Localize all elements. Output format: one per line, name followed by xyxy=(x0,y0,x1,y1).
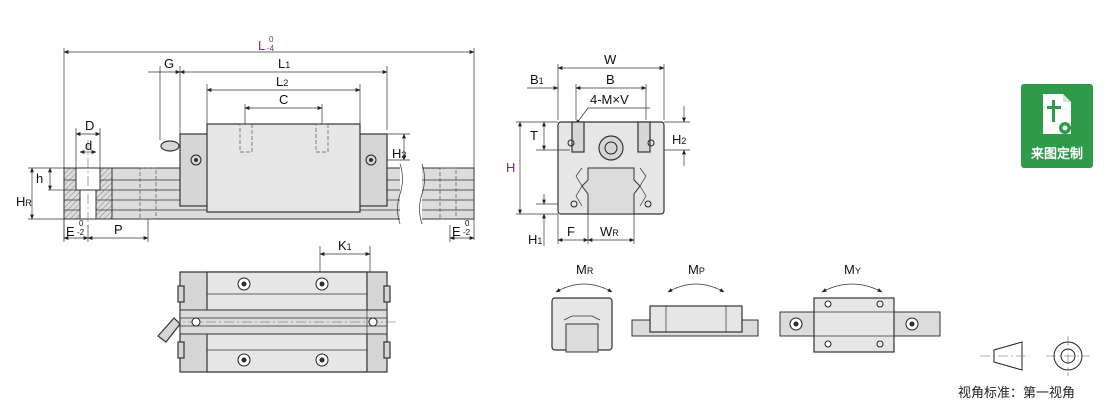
dim-E-right: E xyxy=(452,224,461,239)
moment-mr: MR xyxy=(551,262,613,353)
dim-C: C xyxy=(279,92,288,107)
svg-text:MR: MR xyxy=(576,262,594,277)
dim-B1: B1 xyxy=(530,72,544,87)
svg-text:0: 0 xyxy=(465,219,470,228)
dim-K1: K1 xyxy=(338,238,352,253)
mounting-holes xyxy=(191,277,378,367)
dim-H: H xyxy=(506,160,515,175)
dim-B: B xyxy=(606,72,615,87)
front-view: L 0 -4 G L1 L2 C xyxy=(16,35,475,242)
svg-text:0: 0 xyxy=(79,219,84,228)
svg-text:-2: -2 xyxy=(77,228,85,237)
dim-L: L xyxy=(258,38,265,53)
dim-d: d xyxy=(85,138,92,153)
dim-H3: H3 xyxy=(392,146,406,161)
svg-text:0: 0 xyxy=(269,35,274,44)
svg-text:MY: MY xyxy=(844,262,861,277)
dim-L1: L1 xyxy=(278,56,290,71)
projection-caption: 视角标准：第一视角 xyxy=(958,386,1076,401)
dim-W: W xyxy=(604,52,617,67)
dim-L2: L2 xyxy=(276,74,288,89)
dim-H1: H1 xyxy=(528,232,542,247)
dim-H2: H2 xyxy=(672,132,686,147)
dim-G: G xyxy=(164,56,174,71)
drawing-gear-icon xyxy=(1043,94,1071,134)
custom-drawing-label: 来图定制 xyxy=(1030,147,1083,162)
dim-F: F xyxy=(567,224,575,239)
dim-WR: WR xyxy=(600,224,619,239)
dim-D: D xyxy=(85,118,94,133)
moment-mp: MP xyxy=(631,262,759,337)
dim-4MxV: 4-M×V xyxy=(590,92,629,107)
svg-text:MP: MP xyxy=(688,262,705,277)
moment-my: MY xyxy=(779,262,941,353)
svg-text:-4: -4 xyxy=(267,44,275,53)
dim-HR: HR xyxy=(16,194,32,209)
first-angle-projection-symbol xyxy=(980,336,1090,376)
dim-h: h xyxy=(36,171,43,186)
end-view: W B1 B 4-M×V T H xyxy=(506,52,690,247)
custom-drawing-button[interactable]: 来图定制 xyxy=(1021,84,1093,168)
dim-T: T xyxy=(530,128,538,143)
top-view: K1 xyxy=(157,238,396,373)
svg-text:-2: -2 xyxy=(463,228,471,237)
dim-P: P xyxy=(114,222,123,237)
dim-E-left: E xyxy=(66,224,75,239)
